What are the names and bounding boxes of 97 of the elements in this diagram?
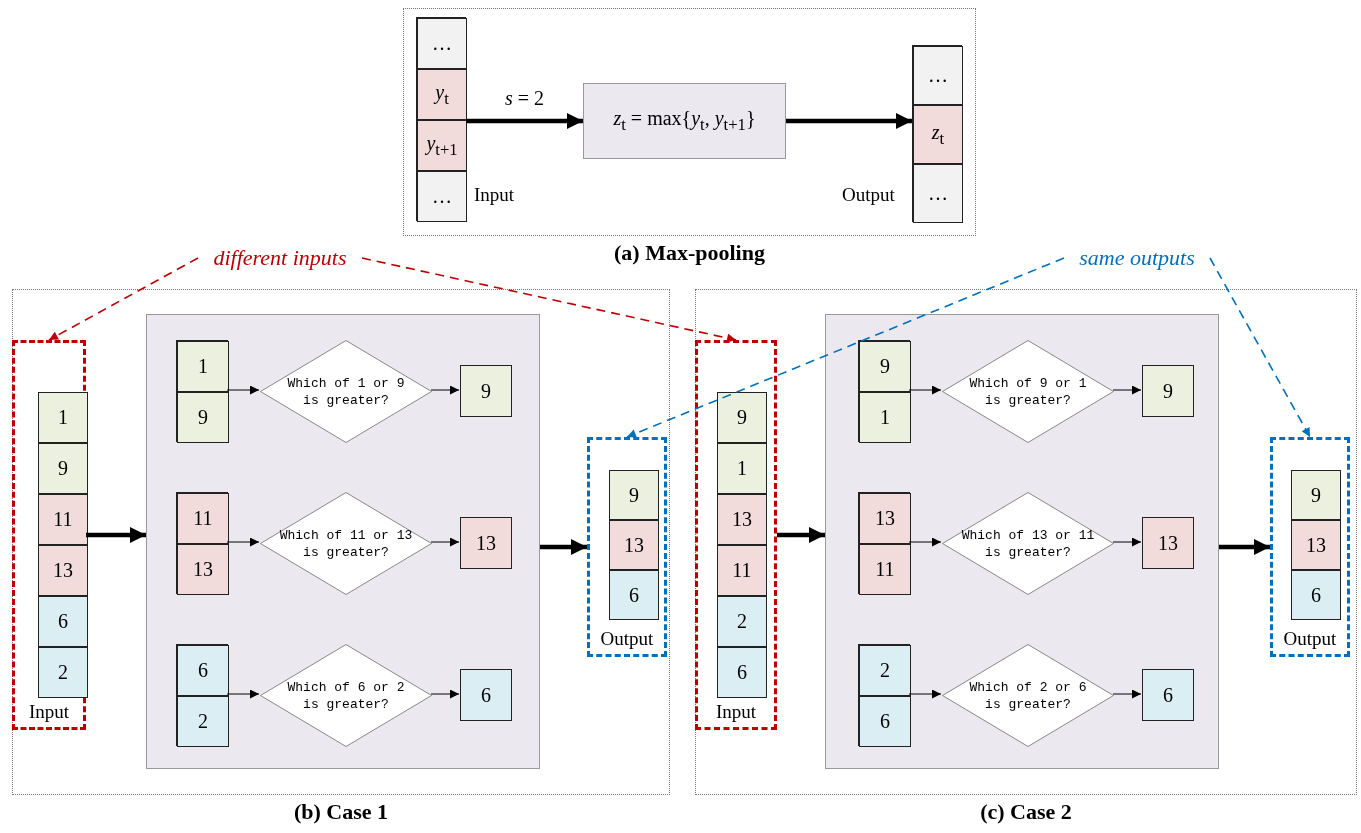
processing-area — [146, 314, 540, 769]
value-cell: 11 — [177, 493, 229, 544]
value-cell: 6 — [177, 645, 229, 696]
value-cell: 1 — [859, 392, 911, 443]
value-cell: 13 — [460, 517, 512, 569]
arrow — [1209, 257, 1311, 438]
value-cell: 13 — [717, 494, 767, 545]
arrow — [626, 257, 1065, 438]
value-cell: … — [417, 18, 467, 69]
value-cell: 6 — [1142, 669, 1194, 721]
arrow — [361, 257, 737, 343]
arrow — [226, 689, 260, 699]
arrow — [777, 527, 825, 543]
value-cell: 13 — [1142, 517, 1194, 569]
value-cell: 2 — [177, 696, 229, 747]
value-cell: 9 — [609, 470, 659, 520]
value-cell: … — [913, 164, 963, 223]
arrow — [1112, 385, 1142, 395]
arrow — [430, 385, 460, 395]
cell-pair — [176, 492, 228, 594]
arrow — [786, 113, 912, 129]
cell-column — [416, 17, 466, 221]
group-label: Output — [1282, 628, 1338, 650]
value-cell: 2 — [38, 647, 88, 698]
arrow — [86, 527, 146, 543]
annotation-text: same outputs — [1064, 243, 1210, 273]
arrow — [908, 689, 942, 699]
arrow — [466, 113, 583, 129]
cell-column — [912, 45, 962, 222]
value-cell: 9 — [460, 365, 512, 417]
annotation-text: different inputs — [198, 243, 362, 273]
panel-caption: (c) Case 2 — [979, 799, 1073, 825]
decision-diamond: Which of 1 or 9 is greater? — [260, 340, 432, 443]
value-cell: 1 — [177, 341, 229, 392]
value-cell: 6 — [1291, 570, 1341, 620]
decision-diamond: Which of 9 or 1 is greater? — [942, 340, 1114, 443]
value-cell: z$_{t}$ — [913, 105, 963, 164]
dashed-group-box — [1270, 437, 1350, 657]
value-cell: 13 — [609, 520, 659, 570]
value-cell: 13 — [1291, 520, 1341, 570]
value-cell: … — [913, 46, 963, 105]
value-cell: 2 — [859, 645, 911, 696]
value-cell: 11 — [859, 544, 911, 595]
arrow — [540, 539, 587, 555]
arrow — [226, 537, 260, 547]
value-cell: 13 — [177, 544, 229, 595]
panel-caption: (b) Case 1 — [292, 799, 390, 825]
arrow — [908, 537, 942, 547]
value-cell: y$_{t}$ — [417, 69, 467, 120]
arrow — [1112, 689, 1142, 699]
arrow — [1219, 539, 1270, 555]
value-cell: 9 — [38, 443, 88, 494]
value-cell: 1 — [717, 443, 767, 494]
value-cell: y$_{t+1}$ — [417, 120, 467, 171]
decision-diamond: Which of 13 or 11 is greater? — [942, 492, 1114, 595]
decision-diamond: Which of 11 or 13 is greater? — [260, 492, 432, 595]
dashed-group-box — [12, 340, 86, 730]
group-label: Input — [27, 701, 71, 723]
value-cell: 13 — [859, 493, 911, 544]
value-cell: 6 — [38, 596, 88, 647]
arrow — [1112, 537, 1142, 547]
value-cell: 11 — [38, 494, 88, 545]
value-cell: 6 — [859, 696, 911, 747]
value-cell: 9 — [177, 392, 229, 443]
formula-box: z$_{t}$ = max{y$_{t}$, y$_{t+1}$} — [583, 83, 786, 159]
value-cell: 9 — [859, 341, 911, 392]
processing-area — [825, 314, 1219, 769]
value-cell: 6 — [460, 669, 512, 721]
panel-caption: (a) Max-pooling — [613, 240, 766, 266]
decision-diamond: Which of 2 or 6 is greater? — [942, 644, 1114, 747]
arrow — [430, 537, 460, 547]
value-cell: 11 — [717, 545, 767, 596]
cell-pair — [176, 644, 228, 746]
cell-pair — [858, 340, 910, 442]
value-cell: 9 — [1291, 470, 1341, 520]
value-cell: 6 — [717, 647, 767, 698]
value-cell: 13 — [38, 545, 88, 596]
value-cell: 1 — [38, 392, 88, 443]
value-cell: 9 — [1142, 365, 1194, 417]
arrow — [48, 257, 199, 341]
value-cell: … — [417, 171, 467, 222]
dashed-group-box — [587, 437, 667, 657]
arrow — [430, 689, 460, 699]
decision-diamond: Which of 6 or 2 is greater? — [260, 644, 432, 747]
cell-pair — [176, 340, 228, 442]
column-label: Input — [474, 184, 515, 206]
dashed-group-box — [695, 340, 777, 730]
column-label: Output — [842, 184, 895, 206]
arrow — [908, 385, 942, 395]
cell-pair — [858, 644, 910, 746]
group-label: Output — [599, 628, 655, 650]
value-cell: 9 — [717, 392, 767, 443]
group-label: Input — [714, 701, 758, 723]
cell-pair — [858, 492, 910, 594]
arrow — [226, 385, 260, 395]
value-cell: 2 — [717, 596, 767, 647]
value-cell: 6 — [609, 570, 659, 620]
